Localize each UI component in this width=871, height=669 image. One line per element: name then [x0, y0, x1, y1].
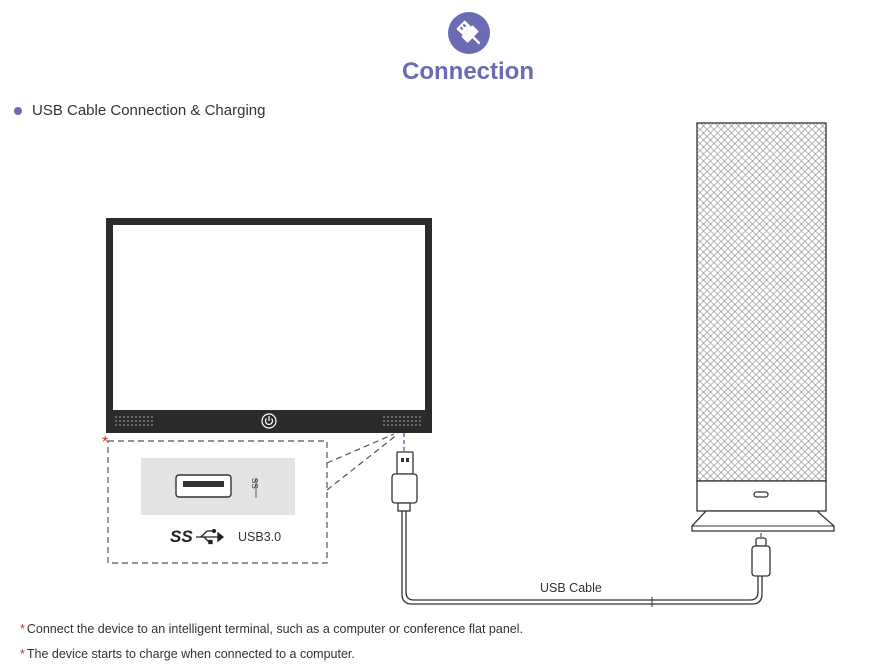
portable-monitor [106, 218, 432, 433]
note-connect: *Connect the device to an intelligent te… [20, 622, 523, 636]
bullet-dot [14, 106, 22, 115]
note-star: * [20, 622, 25, 636]
port-callout [107, 433, 399, 564]
port-label: USB3.0 [238, 530, 281, 544]
note-charge: *The device starts to charge when connec… [20, 647, 355, 661]
note-text: Connect the device to an intelligent ter… [26, 622, 523, 636]
note-text: The device starts to charge when connect… [26, 647, 355, 661]
usb-a-plug [391, 451, 418, 512]
speaker-device [691, 122, 835, 532]
usb-trident-icon [196, 528, 225, 545]
usb-port-tongue [183, 481, 224, 487]
section-bullet: USB Cable Connection & Charging [14, 102, 265, 119]
ss-usb-small-icon: SS [250, 478, 259, 498]
section-label: USB Cable Connection & Charging [32, 102, 266, 119]
page-title: Connection [402, 58, 534, 85]
ss-logo-text: SS [170, 527, 193, 546]
speaker-grille-right [383, 416, 421, 426]
ss-small-text: SS [250, 478, 259, 489]
note-star: * [20, 647, 25, 661]
speaker-grille-left [115, 416, 153, 426]
speaker-base [691, 510, 835, 532]
usb-plug-icon [448, 12, 490, 54]
power-icon [261, 413, 277, 429]
cable-label: USB Cable [540, 581, 602, 595]
usb-cable [401, 511, 763, 605]
usb-c-plug [751, 537, 771, 577]
usb-c-port [753, 491, 769, 498]
usb-cable-inner [405, 511, 759, 601]
port-marker: * [102, 434, 108, 451]
